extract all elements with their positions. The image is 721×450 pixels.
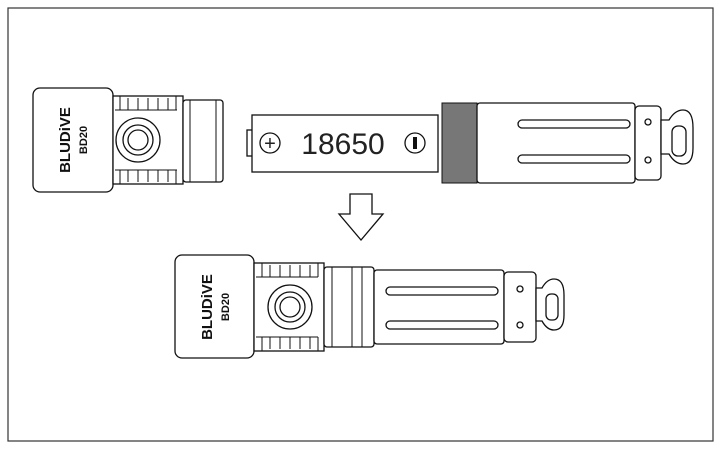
down-arrow-icon bbox=[337, 193, 385, 242]
flashlight-head-top: BLUDiVE BD20 bbox=[32, 87, 224, 193]
battery-label: 18650 bbox=[301, 128, 384, 161]
model-label: BD20 bbox=[78, 126, 90, 154]
model-label-assembled: BD20 bbox=[220, 293, 232, 321]
positive-sign: + bbox=[264, 133, 276, 155]
flashlight-tube-top bbox=[441, 102, 694, 184]
positive-terminal-icon bbox=[259, 132, 281, 154]
flashlight-assembled: BLUDiVE BD20 bbox=[174, 254, 565, 359]
battery-18650: + 18650 bbox=[246, 114, 439, 173]
brand-logo: BLUDiVE bbox=[57, 107, 74, 173]
frame bbox=[7, 7, 714, 442]
brand-logo-assembled: BLUDiVE bbox=[199, 274, 216, 340]
